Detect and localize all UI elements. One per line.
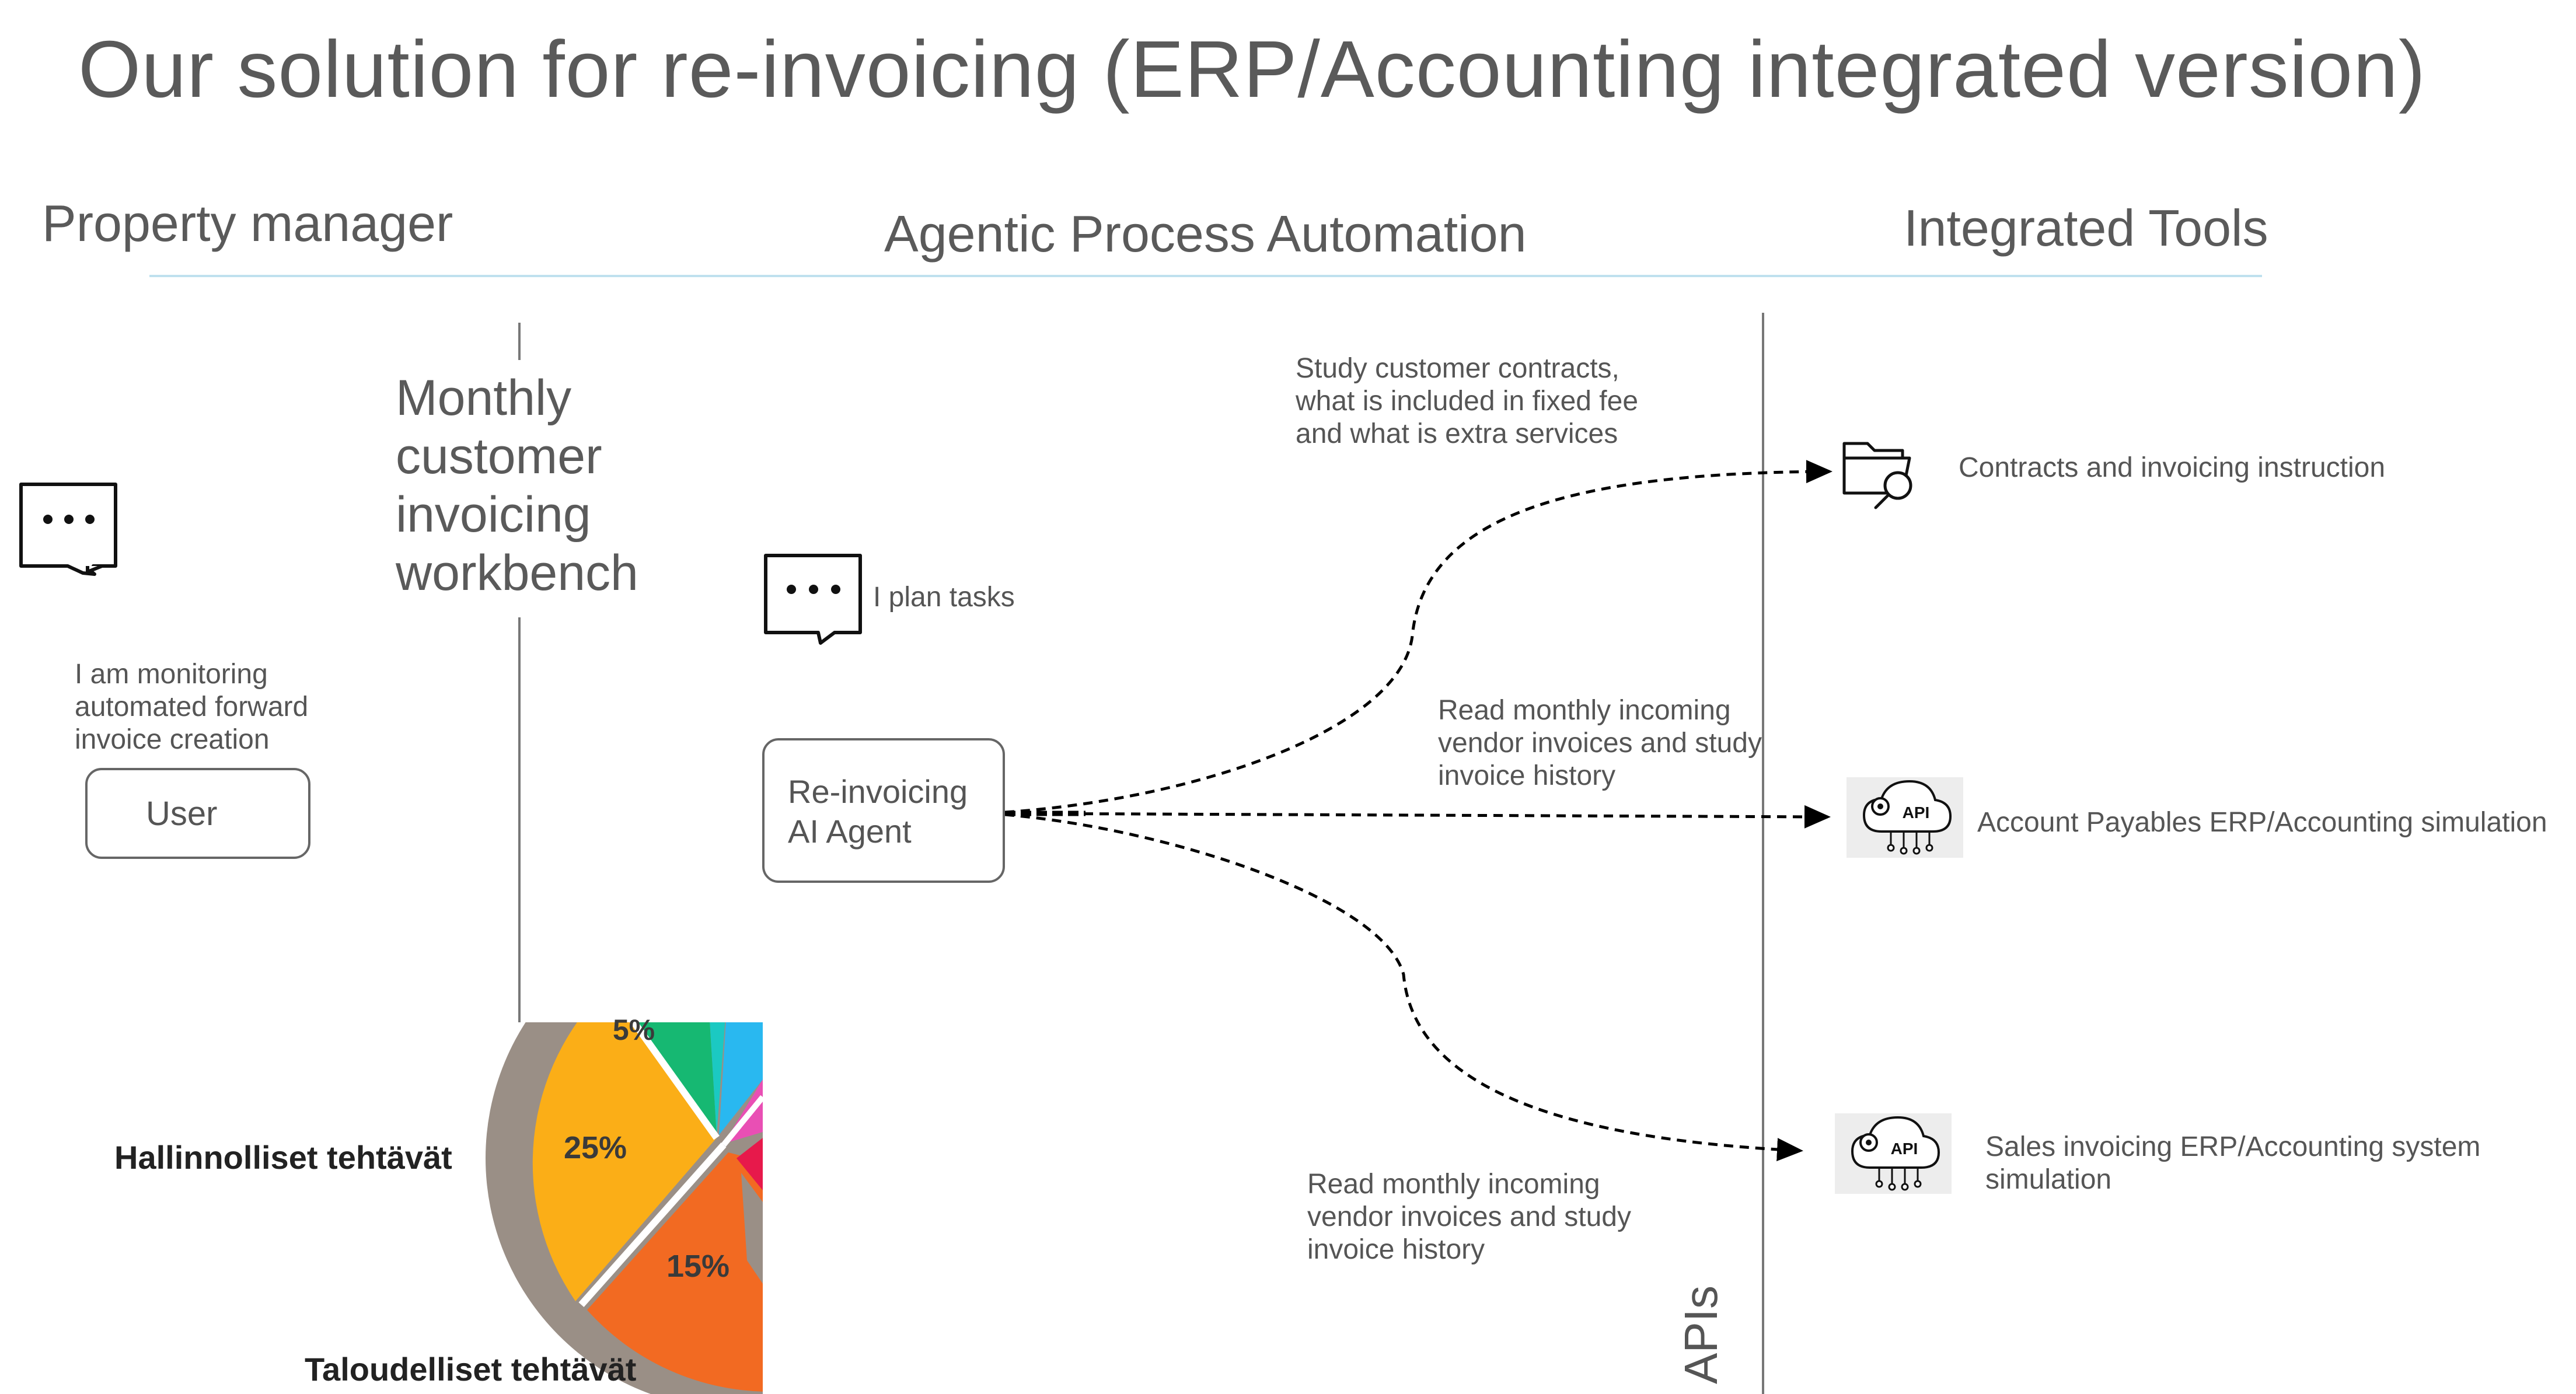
tool-label-sales-invoicing: Sales invoicing ERP/Accounting system si… [1985,1131,2481,1195]
edge-label-vendor-invoices: Read monthly incoming vendor invoices an… [1438,695,1762,791]
edge-label-vendor-invoices-2: Read monthly incoming vendor invoices an… [1307,1169,1631,1265]
pie-label-25: 25% [564,1130,627,1165]
column-heading-property-manager: Property manager [42,194,453,252]
edge-label-contracts: Study customer contracts, what is includ… [1296,353,1639,449]
user-box[interactable]: User [85,768,310,859]
user-chat-caption: I am monitoring automated forward invoic… [75,659,309,755]
pie-slice-15 [587,1152,763,1394]
user-chat-bubble-icon [19,483,117,576]
edge-to-sales-invoicing [1004,813,1803,1162]
pie-slice-teal [710,1022,725,1135]
api-cloud-icon: API [1835,1113,1952,1194]
api-icon-text: API [1903,803,1930,822]
edge-to-account-payables [1004,805,1831,829]
column-heading-integrated-tools: Integrated Tools [1904,199,2268,257]
tool-label-account-payables: Account Payables ERP/Accounting simulati… [1977,807,2547,838]
api-cloud-icon: API [1847,777,1963,858]
pie-category-label-finance: Taloudelliset tehtävät [305,1351,636,1388]
folder-search-icon [1842,442,1912,509]
pie-label-5: 5% [613,1014,655,1046]
agent-chat-caption: I plan tasks [873,582,1015,613]
pie-category-label-admin: Hallinnolliset tehtävät [114,1139,452,1176]
agent-chat-bubble-icon [764,554,862,645]
pie-slice-25 [532,1022,717,1301]
page-title: Our solution for re-invoicing (ERP/Accou… [78,25,2426,114]
reinvoicing-agent-box[interactable]: Re-invoicing AI Agent [762,738,1005,883]
pie-slice-blue [719,1022,763,1135]
apis-label: APIs [1675,1285,1727,1384]
pie-slice-red [737,1138,763,1190]
edge-to-contracts [1004,460,1832,814]
tool-label-contracts: Contracts and invoicing instruction [1959,452,2386,483]
column-heading-agentic-process-automation: Agentic Process Automation [884,205,1527,263]
pie-slice-pink [724,1079,763,1144]
pie-label-15: 15% [666,1249,729,1284]
pie-chart-fragment: 25% 15% 5% [486,1014,763,1394]
api-icon-text: API [1891,1140,1918,1158]
workbench-label: Monthly customer invoicing workbench [396,369,638,602]
